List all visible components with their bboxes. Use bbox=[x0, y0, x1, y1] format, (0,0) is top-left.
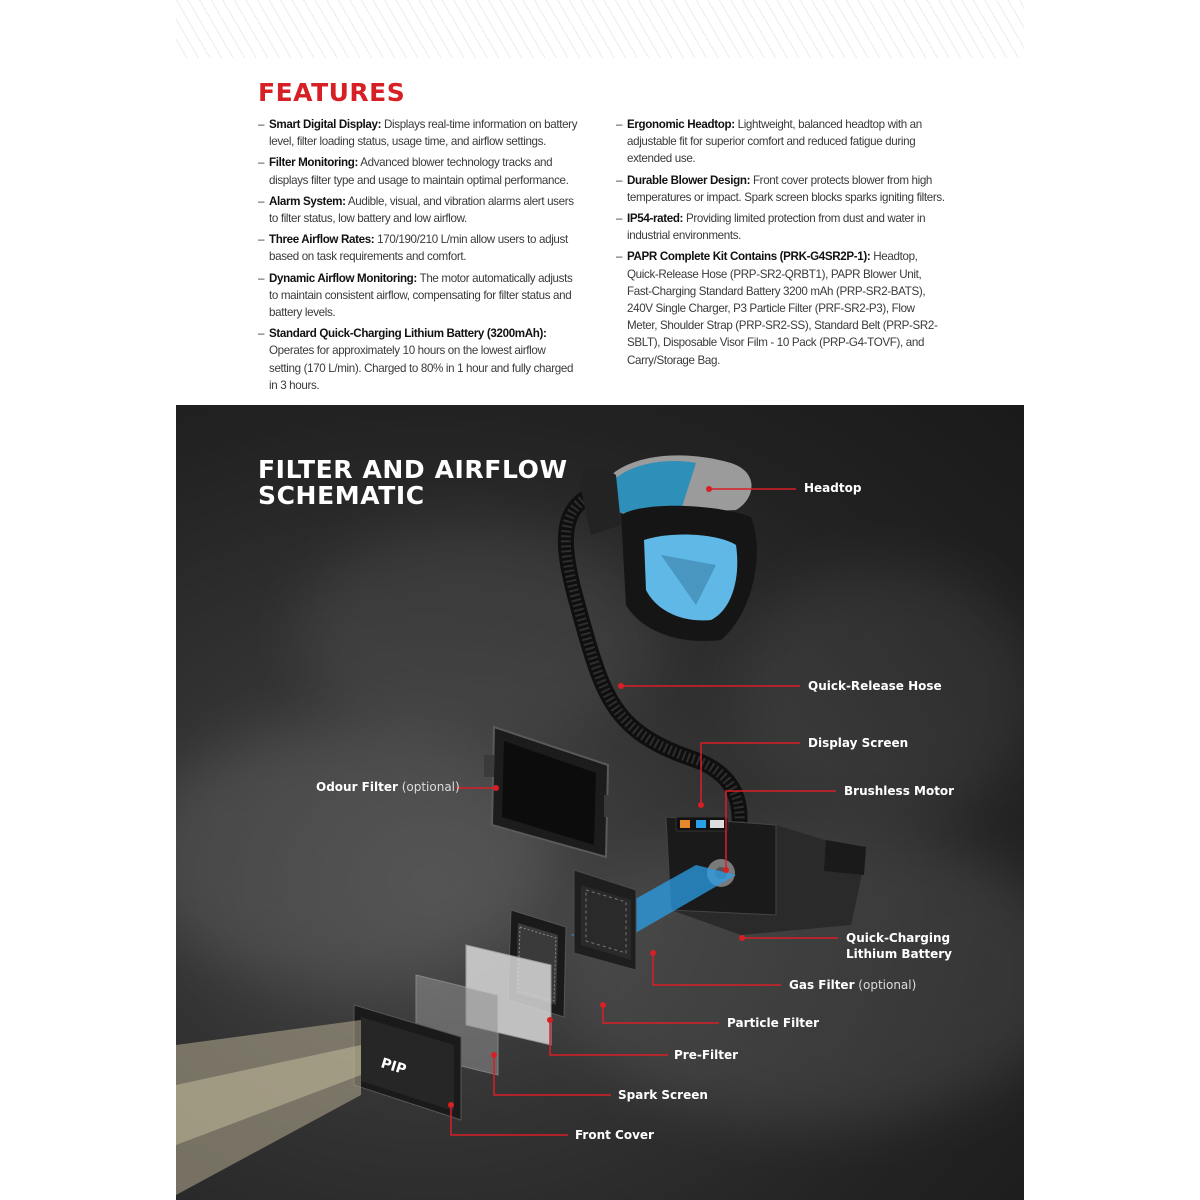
feature-item: IP54-rated: Providing limited protection… bbox=[616, 210, 946, 244]
feature-item: Filter Monitoring: Advanced blower techn… bbox=[258, 154, 578, 188]
gas-leader bbox=[652, 953, 781, 986]
helmet-group bbox=[580, 455, 757, 641]
feature-item: Three Airflow Rates: 170/190/210 L/min a… bbox=[258, 231, 578, 265]
label-spark-screen: Spark Screen bbox=[618, 1088, 708, 1102]
motor-leader bbox=[725, 790, 836, 870]
feature-item: Alarm System: Audible, visual, and vibra… bbox=[258, 193, 578, 227]
label-display-screen: Display Screen bbox=[808, 736, 909, 750]
visor-reflection bbox=[661, 555, 716, 605]
label-headtop: Headtop bbox=[804, 481, 862, 495]
feature-item: Standard Quick-Charging Lithium Battery … bbox=[258, 325, 578, 394]
feature-item: Dynamic Airflow Monitoring: The motor au… bbox=[258, 270, 578, 322]
label-particle-filter: Particle Filter bbox=[727, 1016, 820, 1030]
feature-item: Ergonomic Headtop: Lightweight, balanced… bbox=[616, 116, 946, 168]
display-leader bbox=[700, 742, 800, 805]
callout-dots bbox=[448, 486, 745, 1108]
feature-item: Durable Blower Design: Front cover prote… bbox=[616, 172, 946, 206]
label-brushless-motor: Brushless Motor bbox=[844, 784, 955, 798]
headband-shape bbox=[580, 466, 621, 535]
spark-leader bbox=[493, 1055, 611, 1096]
decorative-stripes bbox=[176, 0, 1024, 58]
feature-item: PAPR Complete Kit Contains (PRK-G4SR2P-1… bbox=[616, 248, 946, 368]
features-list-right: Ergonomic Headtop: Lightweight, balanced… bbox=[616, 116, 946, 373]
front-cover-shape: PIP bbox=[353, 1004, 462, 1121]
feature-item: Smart Digital Display: Displays real-tim… bbox=[258, 116, 578, 150]
label-front-cover: Front Cover bbox=[575, 1128, 654, 1142]
particle-leader bbox=[602, 1005, 719, 1024]
dust-beam-core bbox=[176, 1045, 361, 1145]
label-gas-filter: Gas Filter (optional) bbox=[789, 978, 917, 992]
front-leader bbox=[450, 1105, 568, 1136]
hose-ribbing bbox=[560, 490, 745, 847]
label-odour-filter: Odour Filter (optional) bbox=[316, 780, 460, 794]
schematic-heading: FILTER AND AIRFLOW SCHEMATIC bbox=[258, 455, 568, 510]
cover-logo: PIP bbox=[379, 1055, 408, 1078]
smoke-cloud bbox=[736, 565, 1024, 825]
product-sheet-page: FEATURES Smart Digital Display: Displays… bbox=[176, 0, 1024, 1200]
helmet-blue-band bbox=[601, 460, 696, 513]
schematic-section: FILTER AND AIRFLOW SCHEMATIC bbox=[176, 405, 1024, 1200]
label-quick-charging-battery: Quick-Charging Lithium Battery bbox=[846, 931, 952, 961]
label-quick-release-hose: Quick-Release Hose bbox=[808, 679, 942, 693]
odour-filter-shape bbox=[484, 725, 612, 859]
features-heading: FEATURES bbox=[258, 78, 406, 107]
smoke-cloud bbox=[296, 525, 656, 745]
dust-beam bbox=[176, 1020, 361, 1195]
papr-illustration: PIP bbox=[176, 455, 866, 1195]
gas-filter-shape bbox=[573, 869, 637, 971]
label-pre-filter: Pre-Filter bbox=[674, 1048, 739, 1062]
features-list-left: Smart Digital Display: Displays real-tim… bbox=[258, 116, 578, 398]
prefilter-leader bbox=[549, 1020, 668, 1056]
callout-lines bbox=[450, 488, 838, 1136]
